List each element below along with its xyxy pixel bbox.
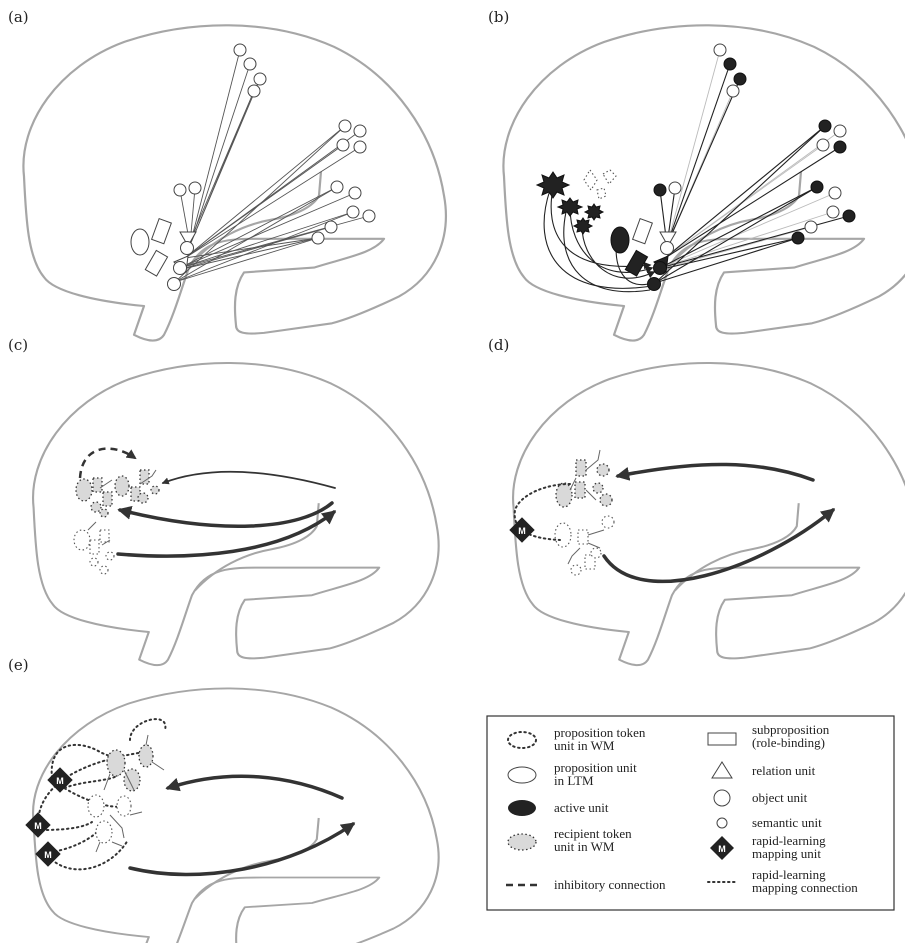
- mapping-unit: M: [26, 813, 50, 837]
- gray-dotted-ellipse-icon: [508, 834, 536, 850]
- svg-text:mapping unit: mapping unit: [752, 846, 821, 861]
- svg-text:M: M: [718, 844, 726, 854]
- circle-icon: [714, 790, 730, 806]
- rectangle-icon: [708, 733, 736, 745]
- panel-d: (d) M: [488, 336, 905, 665]
- svg-text:M: M: [34, 821, 42, 831]
- svg-text:inhibitory connection: inhibitory connection: [554, 877, 666, 892]
- svg-text:semantic unit: semantic unit: [752, 815, 822, 830]
- svg-text:M: M: [44, 850, 52, 860]
- panel-b: (b): [488, 8, 905, 341]
- wm-token-cluster-bottom: [555, 516, 614, 575]
- panel-label: (c): [8, 336, 28, 354]
- filled-ellipse-icon: [508, 800, 536, 816]
- wm-token-cluster-top: [556, 450, 612, 507]
- panel-c: (c): [8, 336, 439, 665]
- inhibitory-arrow: [80, 449, 135, 478]
- panel-label: (b): [488, 8, 509, 26]
- recipient-tokens: [104, 735, 164, 791]
- ellipse-icon: [508, 767, 536, 783]
- panel-label: (d): [488, 336, 509, 354]
- panel-label: (e): [8, 656, 29, 674]
- svg-text:object unit: object unit: [752, 790, 808, 805]
- svg-text:in LTM: in LTM: [554, 773, 594, 788]
- svg-text:mapping connection: mapping connection: [752, 880, 858, 895]
- svg-text:M: M: [518, 526, 526, 536]
- svg-text:relation unit: relation unit: [752, 763, 816, 778]
- source-tokens: [88, 795, 142, 852]
- wm-token-cluster-bottom: [74, 522, 114, 574]
- active-network: [537, 44, 855, 292]
- wm-token-cluster-top: [76, 470, 159, 517]
- svg-text:unit in WM: unit in WM: [554, 738, 615, 753]
- panel-e: (e) M: [8, 656, 439, 943]
- panel-a: (a): [8, 8, 446, 341]
- panel-label: (a): [8, 8, 29, 26]
- ltm-network: [131, 44, 375, 291]
- svg-text:active unit: active unit: [554, 800, 609, 815]
- legend: proposition token unit in WM proposition…: [487, 716, 894, 910]
- small-circle-icon: [717, 818, 727, 828]
- svg-text:M: M: [56, 776, 64, 786]
- svg-text:(role-binding): (role-binding): [752, 735, 825, 750]
- svg-text:unit in WM: unit in WM: [554, 839, 615, 854]
